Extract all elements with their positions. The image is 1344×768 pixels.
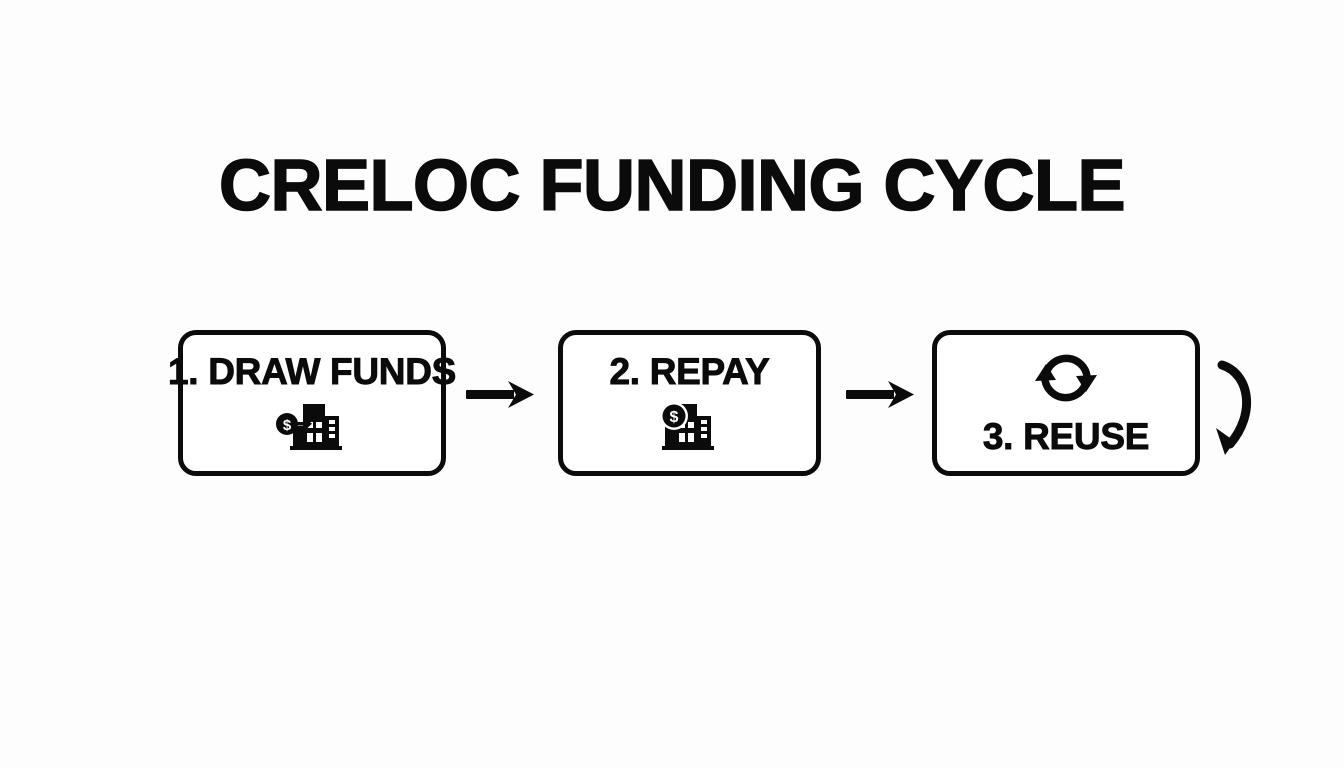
refresh-cycle-icon [1027,349,1105,407]
arrow-step2-to-step3 [846,378,916,412]
step-label-repay: 2. REPAY [609,351,770,392]
step-label-reuse: 3. REUSE [982,416,1150,457]
step-content: 2. REPAY [563,335,816,471]
loop-back-arrow [1206,352,1264,464]
step-label-draw-funds: 1. DRAW FUNDS [168,351,457,392]
step-box-repay[interactable]: 2. REPAY [558,330,821,476]
step-content: 1. DRAW FUNDS [168,335,457,471]
building-money-out-icon: $ [275,400,349,450]
building-coin-icon: $ [659,400,721,450]
step-box-draw-funds[interactable]: 1. DRAW FUNDS [168,330,457,476]
page-title: CRELOC FUNDING CYCLE [218,145,1126,227]
svg-text:$: $ [283,417,292,434]
step-content: 3. REUSE [937,335,1195,471]
svg-text:$: $ [669,409,678,426]
arrow-step1-to-step2 [466,378,536,412]
step-box-reuse[interactable]: 3. REUSE [932,330,1200,476]
